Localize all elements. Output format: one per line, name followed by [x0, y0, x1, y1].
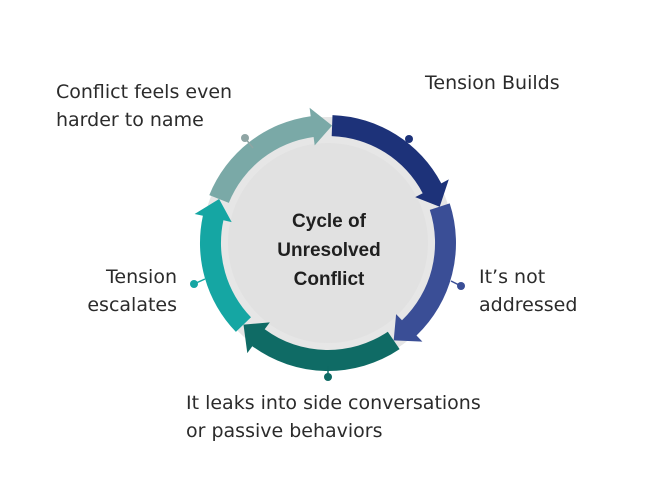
arrow-right [393, 203, 456, 342]
center-title-line: Unresolved [277, 240, 381, 261]
marker-escalates-dot [190, 280, 198, 288]
center-title-line: Conflict [293, 269, 365, 290]
marker-harder-to-name-dot [241, 134, 249, 142]
arrow-upper-left [209, 107, 333, 203]
center-title: Cycle of Unresolved Conflict [268, 207, 390, 294]
marker-not-addressed-dot [457, 282, 465, 290]
cycle-arrows [194, 107, 456, 371]
arrow-bottom [243, 322, 400, 371]
label-escalates: Tension escalates [78, 263, 177, 319]
marker-leaks-dot [324, 373, 332, 381]
label-line: escalates [87, 294, 177, 316]
label-line: addressed [479, 294, 578, 316]
label-line: It leaks into side conversations [186, 392, 481, 414]
label-line: It’s not [479, 266, 546, 288]
label-line: Tension [106, 266, 177, 288]
label-line: Tension Builds [425, 72, 560, 94]
marker-tension-builds-dot [405, 135, 413, 143]
center-title-line: Cycle of [292, 211, 366, 232]
label-line: harder to name [56, 109, 204, 131]
arrow-top [331, 115, 449, 207]
label-harder-to-name: Conflict feels even harder to name [56, 78, 232, 134]
label-tension-builds: Tension Builds [425, 69, 560, 97]
label-not-addressed: It’s not addressed [479, 263, 577, 319]
stage-markers [190, 134, 465, 381]
inner-circle [228, 143, 428, 343]
label-leaks: It leaks into side conversations or pass… [186, 389, 481, 445]
label-line: Conflict feels even [56, 81, 233, 103]
arrow-left [194, 199, 251, 332]
label-line: or passive behaviors [186, 420, 383, 442]
